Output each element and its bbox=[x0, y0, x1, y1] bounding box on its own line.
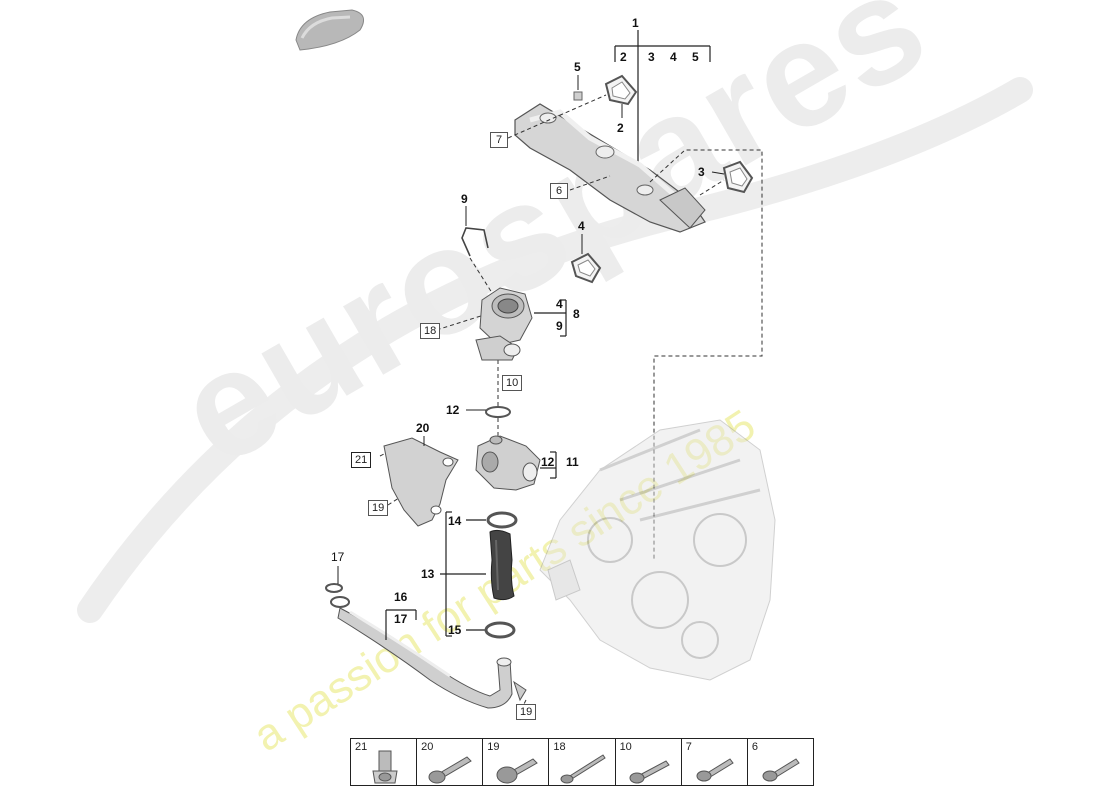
engine-block-icon bbox=[539, 419, 776, 681]
gasket-icon bbox=[570, 252, 602, 284]
flange-bolt-icon bbox=[372, 750, 398, 784]
fastener-cell-6: 6 bbox=[748, 739, 813, 785]
fastener-table: 21 20 19 18 bbox=[350, 738, 814, 786]
callout-11: 11 bbox=[566, 455, 579, 469]
callout-13: 13 bbox=[421, 567, 435, 581]
ref-box-6: 6 bbox=[550, 183, 568, 199]
water-valve-icon bbox=[475, 435, 541, 491]
mounting-bracket-icon bbox=[383, 437, 459, 527]
callout-12: 12 bbox=[541, 455, 555, 469]
bolt-icon bbox=[696, 758, 734, 782]
callout-16: 16 bbox=[394, 590, 408, 604]
bolt-icon bbox=[629, 760, 670, 784]
callout-9: 9 bbox=[461, 192, 468, 206]
callout-8: 8 bbox=[573, 307, 580, 321]
fastener-ref: 20 bbox=[421, 741, 434, 753]
fastener-ref: 10 bbox=[619, 741, 632, 753]
fastener-cell-7: 7 bbox=[682, 739, 748, 785]
callout-4: 4 bbox=[578, 219, 585, 233]
bolt-icon bbox=[496, 758, 539, 784]
ref-box-19: 19 bbox=[368, 500, 389, 516]
fastener-cell-19: 19 bbox=[483, 739, 550, 785]
callout-2: 2 bbox=[617, 121, 624, 135]
fastener-cell-20: 20 bbox=[417, 739, 484, 785]
fastener-cell-21: 21 bbox=[351, 739, 418, 785]
callout-3: 3 bbox=[648, 50, 655, 64]
ref-box-7: 7 bbox=[490, 132, 508, 148]
callout-4: 4 bbox=[556, 297, 563, 311]
bolt-icon bbox=[428, 756, 472, 784]
fastener-cell-10: 10 bbox=[616, 739, 682, 785]
ref-box-19: 19 bbox=[516, 704, 537, 720]
bolt-icon bbox=[762, 758, 800, 782]
gasket-icon bbox=[604, 74, 638, 106]
ref-box-10: 10 bbox=[502, 375, 523, 391]
coolant-manifold-icon bbox=[514, 103, 706, 233]
callout-15: 15 bbox=[448, 623, 462, 637]
ref-box-18: 18 bbox=[420, 323, 441, 339]
callout-4: 4 bbox=[670, 50, 677, 64]
coolant-hose-icon bbox=[489, 529, 515, 601]
fastener-ref: 18 bbox=[553, 741, 566, 753]
fastener-ref: 21 bbox=[355, 741, 368, 753]
callout-1: 1 bbox=[632, 16, 639, 30]
fastener-ref: 7 bbox=[685, 741, 692, 753]
callout-14: 14 bbox=[448, 514, 462, 528]
callout-5: 5 bbox=[574, 60, 581, 74]
fastener-ref: 6 bbox=[751, 741, 758, 753]
ref-box-21: 21 bbox=[351, 452, 372, 468]
callout-3: 3 bbox=[698, 165, 705, 179]
coolant-pipe-icon bbox=[337, 607, 527, 709]
callout-17: 17 bbox=[394, 612, 408, 626]
long-bolt-icon bbox=[560, 754, 607, 784]
fastener-cell-18: 18 bbox=[549, 739, 616, 785]
rubber-plug-icon bbox=[295, 9, 365, 51]
callout-5: 5 bbox=[692, 50, 699, 64]
thermostat-housing-icon bbox=[475, 287, 533, 361]
fastener-ref: 19 bbox=[487, 741, 500, 753]
gasket-icon bbox=[722, 160, 754, 194]
callout-12: 12 bbox=[446, 403, 460, 417]
callout-20: 20 bbox=[416, 421, 430, 435]
callout-2: 2 bbox=[620, 50, 627, 64]
callout-17: 17 bbox=[331, 550, 345, 564]
callout-9: 9 bbox=[556, 319, 563, 333]
